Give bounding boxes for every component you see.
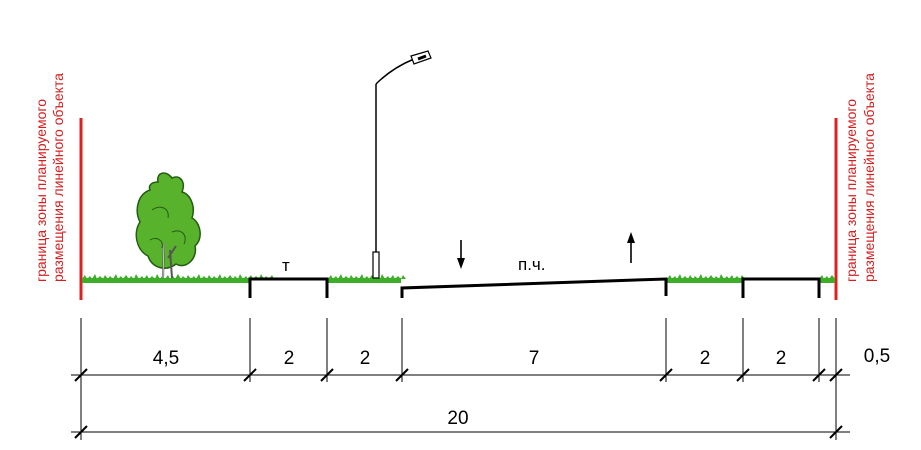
dimension-ticks-vertical xyxy=(80,318,837,440)
dimension-segment-4: 7 xyxy=(529,348,540,369)
tree-icon xyxy=(135,172,201,279)
left-border-label-line1: граница зоны планируемого xyxy=(33,99,49,282)
right-border-label-line1: граница зоны планируемого xyxy=(843,99,859,282)
dimension-segment-6: 2 xyxy=(776,348,787,369)
dimension-segment-2: 2 xyxy=(284,348,295,369)
grass-strip-right-1 xyxy=(667,274,745,283)
right-zone-border-label: граница зоны планируемого размещения лин… xyxy=(843,73,877,282)
dimension-segment-3: 2 xyxy=(360,348,371,369)
sidewalk-left xyxy=(248,277,329,298)
arrow-up-icon xyxy=(627,232,635,263)
dimension-segment-5: 2 xyxy=(700,348,711,369)
street-lamp-icon xyxy=(372,50,432,279)
right-border-label-line2: размещения линейного объекта xyxy=(861,73,877,282)
carriageway-label: п.ч. xyxy=(518,255,546,274)
left-zone-border-label: граница зоны планируемого размещения лин… xyxy=(33,73,66,282)
arrow-down-icon xyxy=(457,240,465,269)
grass-strip-middle xyxy=(328,274,406,283)
carriageway-profile xyxy=(400,277,668,298)
sidewalk-label: т xyxy=(282,256,290,275)
grass-strip-right-2 xyxy=(819,275,835,283)
dimension-segment-7: 0,5 xyxy=(864,346,890,367)
grass-strip-left xyxy=(82,274,274,283)
dimension-total: 20 xyxy=(447,408,468,429)
sidewalk-right xyxy=(741,277,821,298)
dimension-slashes xyxy=(74,368,843,439)
left-border-label-line2: размещения линейного объекта xyxy=(50,73,66,282)
dimension-segment-1: 4,5 xyxy=(153,348,179,369)
